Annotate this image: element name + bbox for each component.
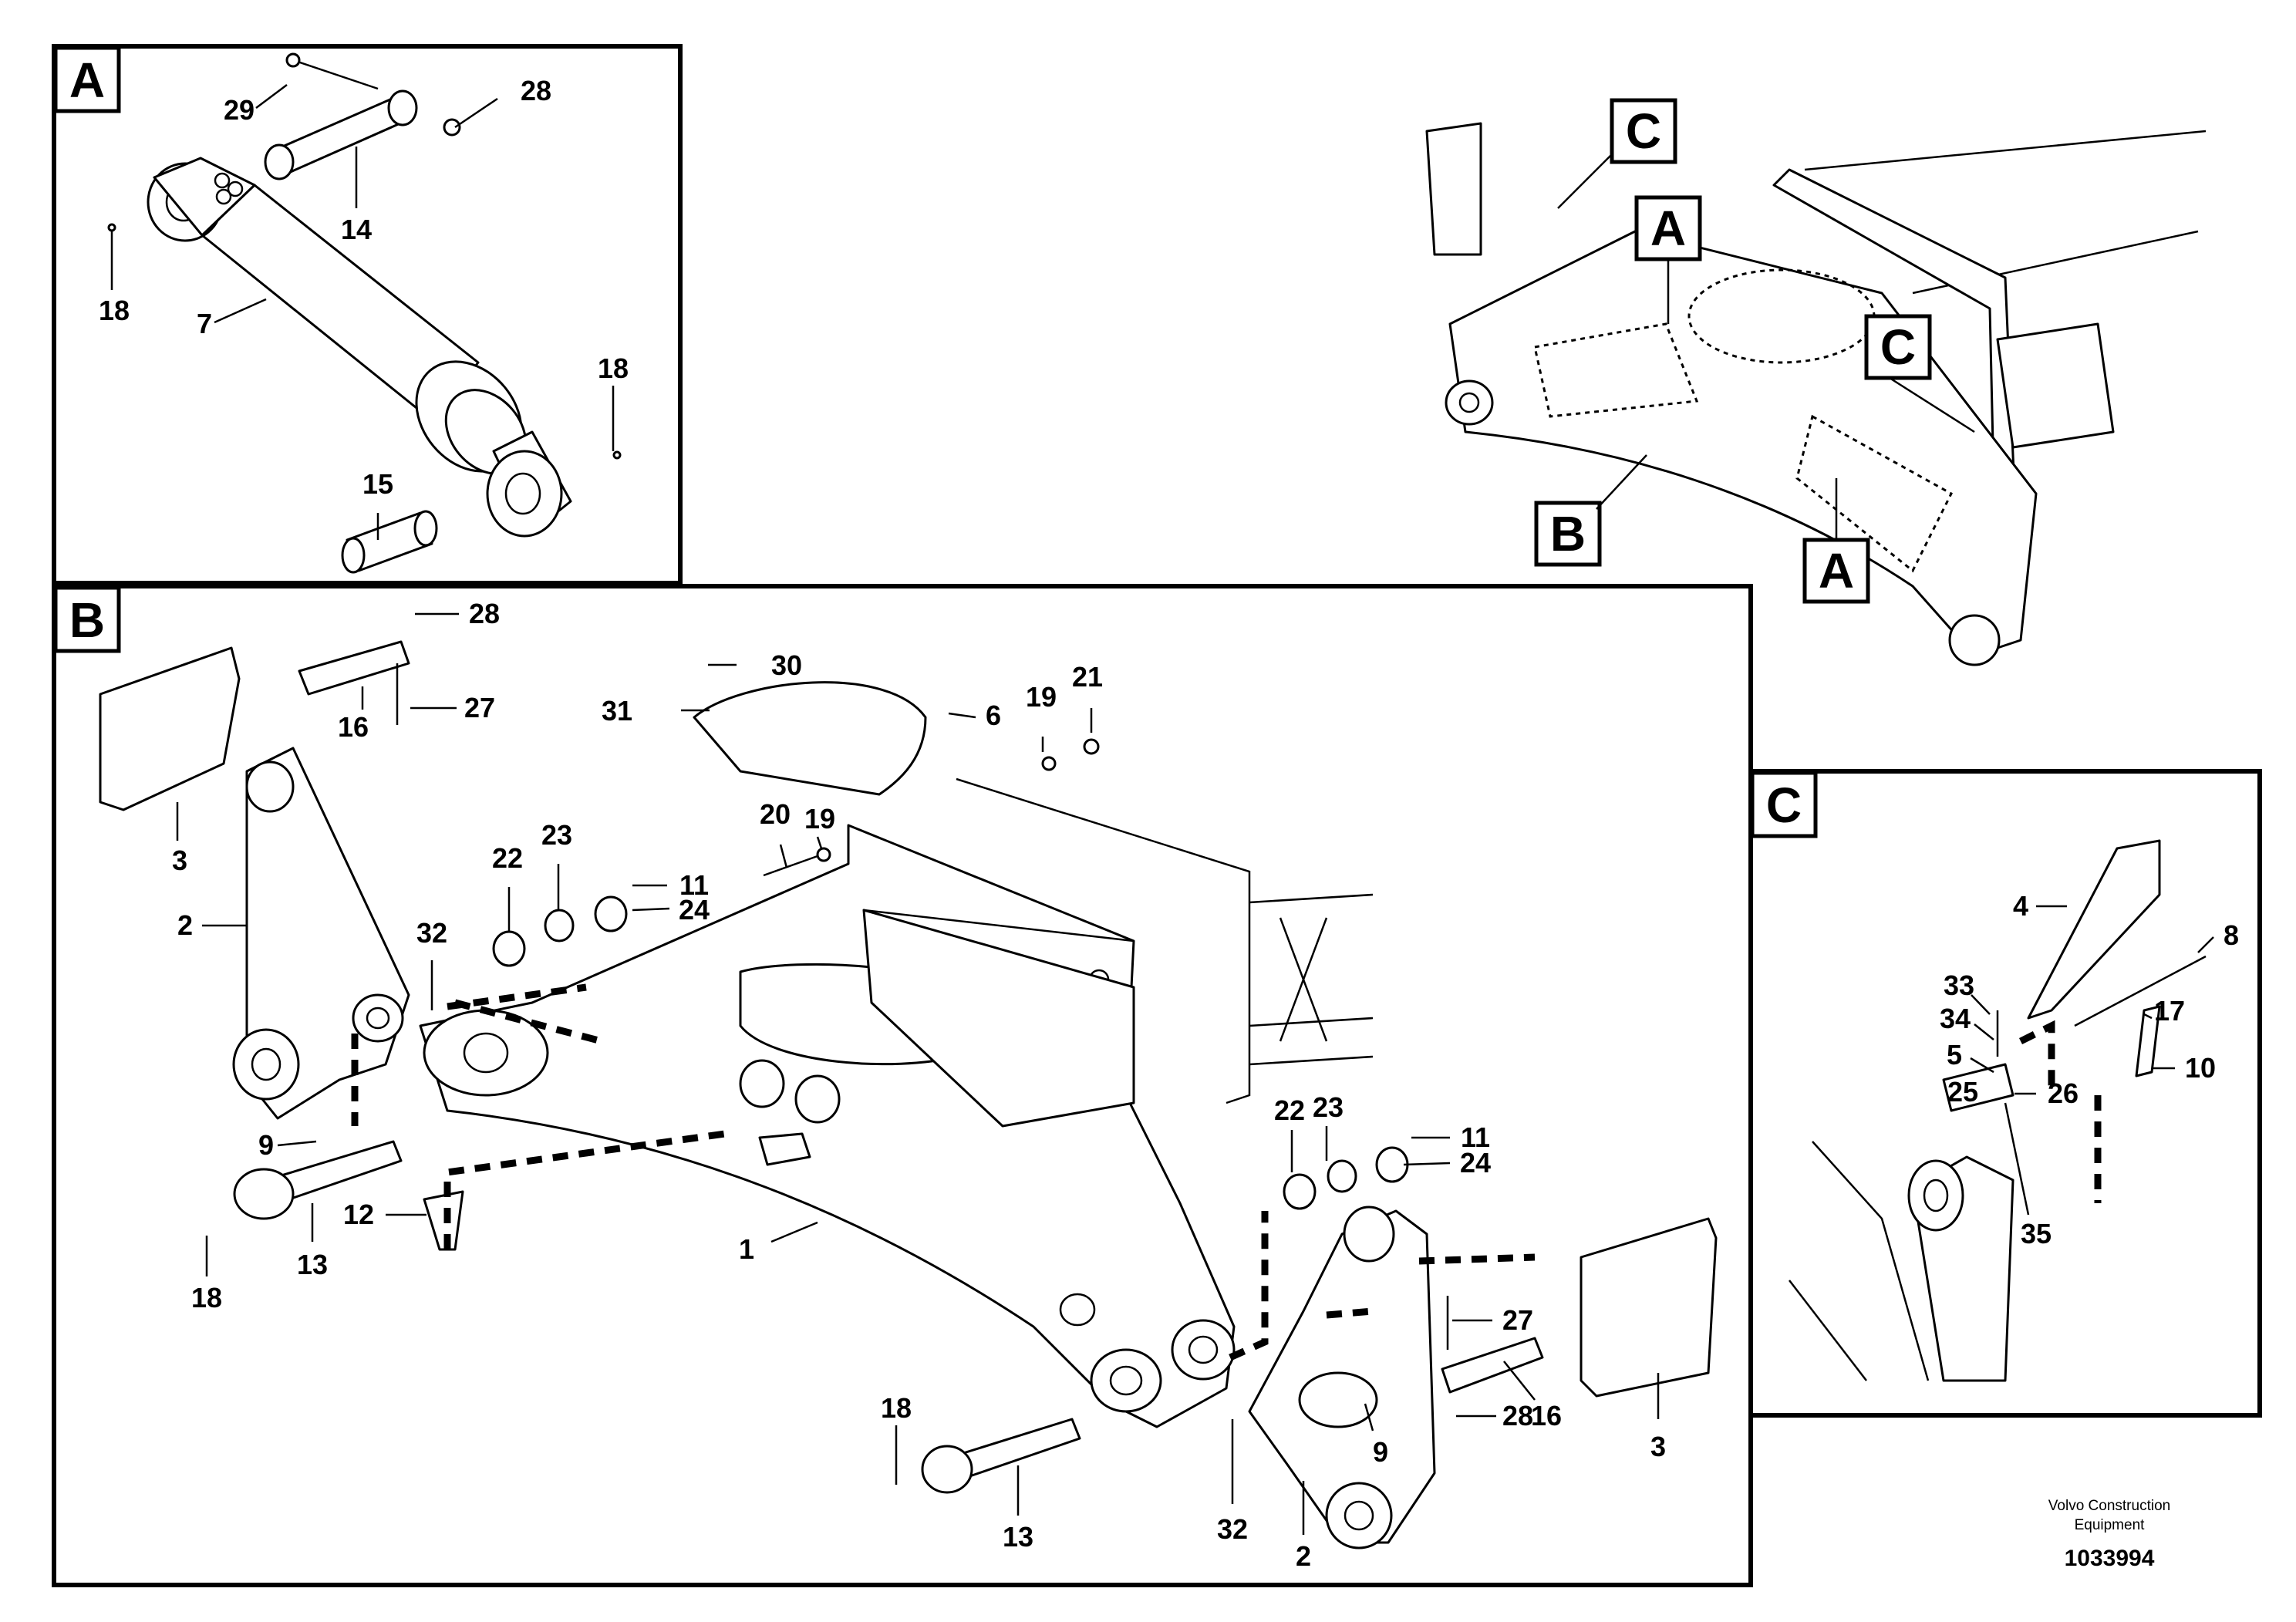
callout-b9-right: 9: [1373, 1436, 1388, 1468]
callout-c33: 33: [1944, 969, 1974, 1001]
callout-b3-top: 3: [172, 845, 187, 876]
callout-c17: 17: [2154, 995, 2185, 1027]
callout-b6: 6: [986, 700, 1001, 731]
cover-plate: [693, 681, 927, 796]
bell-crank-left: [232, 747, 410, 1120]
assembly-paths: [351, 983, 1536, 1361]
callout-c10: 10: [2185, 1052, 2216, 1084]
callout-c5: 5: [1947, 1039, 1962, 1071]
callout-a18-left: 18: [99, 295, 130, 326]
document-number: 1033994: [2065, 1546, 2155, 1571]
callout-b18-right: 18: [881, 1392, 912, 1424]
callout-b32-left: 32: [416, 917, 447, 949]
pin-16-right: [1441, 1337, 1544, 1394]
callout-b22-right: 22: [1274, 1094, 1305, 1126]
callout-b1: 1: [739, 1233, 754, 1265]
bell-crank-right: [1248, 1206, 1436, 1549]
callout-b19-mid: 19: [804, 803, 835, 835]
callout-b11-right: 11: [1461, 1121, 1490, 1153]
lift-cylinder: [107, 52, 622, 574]
callout-c8: 8: [2224, 919, 2239, 951]
callout-b13-right: 13: [1003, 1521, 1033, 1553]
overview-tags: C A C B A: [1534, 98, 1975, 604]
washer-stack-right: [1283, 1146, 1409, 1210]
callout-c4: 4: [2013, 890, 2028, 922]
callout-a28: 28: [521, 75, 551, 106]
callout-b30: 30: [771, 649, 802, 681]
company-name-line2: Equipment: [2075, 1517, 2146, 1533]
pin-16-left: [298, 640, 410, 696]
callout-c35: 35: [2021, 1218, 2052, 1249]
callout-a14: 14: [341, 214, 372, 245]
callout-a29: 29: [224, 94, 255, 126]
pin-13-left: [233, 1140, 403, 1220]
callout-b2-right: 2: [1296, 1540, 1311, 1572]
link-plate-left: [99, 646, 241, 811]
panel-c-parts: [1789, 839, 2207, 1382]
panel-c: C 4 8 33: [1748, 769, 2262, 1418]
panel-a-tag: A: [69, 52, 105, 108]
callout-b16-top: 16: [338, 711, 369, 743]
callout-b2-top: 2: [177, 909, 193, 941]
callout-b28-top: 28: [469, 598, 500, 629]
company-name-line1: Volvo Construction: [2048, 1498, 2170, 1514]
callout-b16-right: 16: [1531, 1400, 1562, 1431]
callout-a15: 15: [362, 468, 393, 500]
callout-b13-left: 13: [297, 1249, 328, 1280]
panel-a-leaders: [110, 84, 615, 540]
callout-b12: 12: [343, 1199, 374, 1230]
lift-arm: [419, 824, 1236, 1428]
panel-b-tag: B: [69, 592, 105, 648]
overview-tag-b: B: [1550, 506, 1586, 561]
panel-a: A: [52, 44, 683, 585]
overview-tag-a-bottom: A: [1819, 543, 1854, 599]
callout-b20: 20: [760, 798, 791, 830]
callout-c25: 25: [1947, 1076, 1978, 1108]
panel-b-leaders: [176, 612, 1660, 1535]
callout-b27-top: 27: [464, 692, 495, 723]
callout-b18-left: 18: [191, 1282, 222, 1313]
footer: Volvo Construction Equipment 1033994: [2048, 1498, 2170, 1571]
washer-stack-left: [492, 895, 628, 967]
link-plate-right: [1580, 1217, 1718, 1398]
callout-b22-left: 22: [492, 842, 523, 874]
callout-b32-right: 32: [1217, 1513, 1248, 1545]
pin-12: [423, 1190, 464, 1251]
callout-b28-right: 28: [1502, 1400, 1533, 1431]
panel-c-tag: C: [1766, 777, 1802, 833]
callout-b3-right: 3: [1650, 1431, 1666, 1462]
callout-b11-left: 11: [679, 869, 709, 901]
overview-tag-a-top: A: [1650, 201, 1686, 256]
rear-frame: [956, 777, 1374, 1104]
callout-b9-left: 9: [258, 1129, 274, 1161]
callout-b21: 21: [1072, 661, 1103, 693]
panel-b: B: [52, 584, 1753, 1587]
callout-b19-top: 19: [1026, 681, 1057, 713]
callout-b23-left: 23: [541, 819, 572, 851]
callout-b31: 31: [602, 695, 632, 727]
callout-b24-left: 24: [679, 894, 710, 926]
panel-c-leaders: [1950, 905, 2214, 1216]
callout-c34: 34: [1940, 1003, 1971, 1034]
callout-b23-right: 23: [1313, 1091, 1344, 1123]
overview-tag-c-right: C: [1880, 319, 1916, 375]
pin-13-right: [921, 1418, 1081, 1494]
callout-a18-right: 18: [598, 352, 629, 384]
callout-b27-right: 27: [1502, 1304, 1533, 1336]
callout-c26: 26: [2048, 1077, 2079, 1109]
callout-b24-right: 24: [1460, 1147, 1491, 1179]
overview-tag-c-top: C: [1626, 103, 1661, 159]
callout-a7: 7: [197, 308, 212, 339]
